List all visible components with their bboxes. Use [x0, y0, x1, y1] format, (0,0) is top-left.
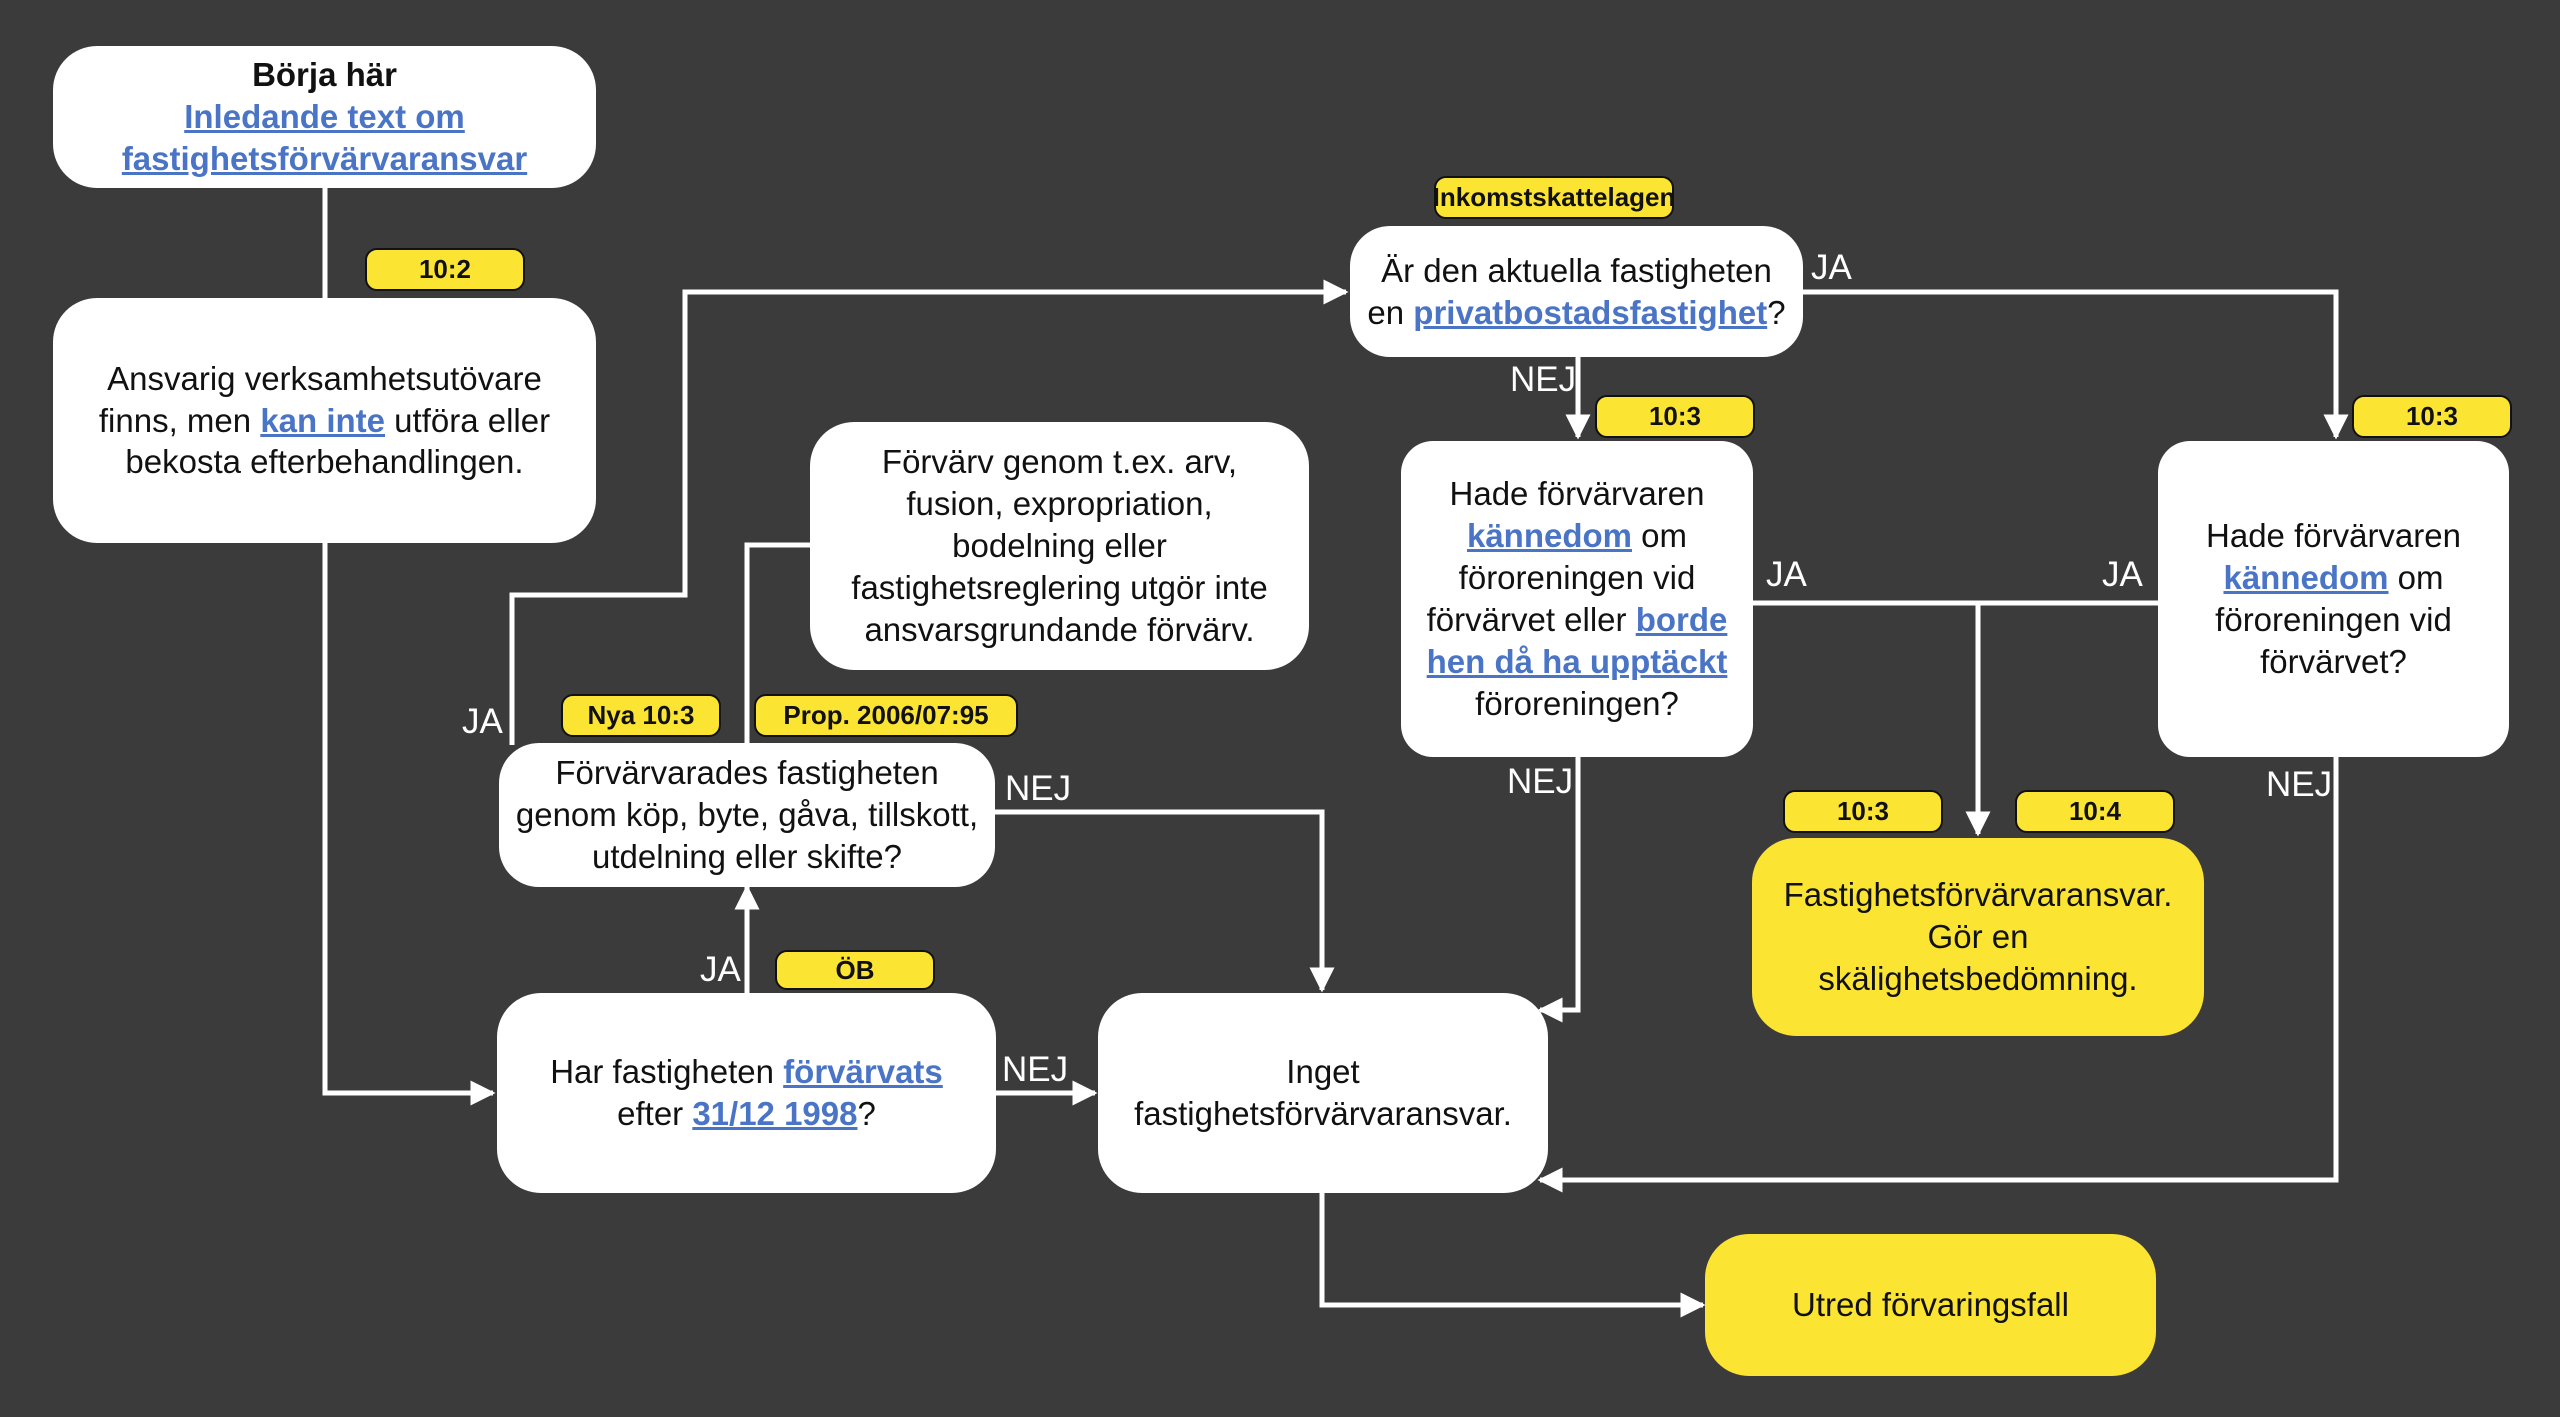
tag-10-3-mid: 10:3 [1595, 395, 1755, 438]
label-ja-knowledge: JA [2102, 555, 2143, 594]
purchase-question-text: Förvärvarades fastigheten genom köp, byt… [515, 754, 979, 875]
date-link[interactable]: 31/12 1998 [692, 1095, 858, 1132]
private-residence-text: Är den aktuella fastigheten en privatbos… [1366, 250, 1787, 334]
acquired-after-post: ? [857, 1095, 876, 1132]
connector-knowledge-noliability [1537, 757, 2339, 1193]
acquisition-types-box: Förvärv genom t.ex. arv, fusion, expropr… [810, 422, 1309, 670]
knowledge-post: om föroreningen vid förvärvet? [2215, 559, 2452, 680]
label-nej-knowledge-should: NEJ [1507, 762, 1574, 801]
acquired-after-box: Har fastigheten förvärvats efter 31/12 1… [497, 993, 996, 1193]
acquired-after-pre: Har fastigheten [550, 1053, 784, 1091]
tag-10-4-result: 10:4 [2015, 790, 2175, 833]
acquired-after-text: Har fastigheten förvärvats efter 31/12 1… [550, 1051, 943, 1135]
tag-ob: ÖB [775, 950, 935, 990]
operator-box: Ansvarig verksamhetsutövare finns, men k… [53, 298, 596, 543]
investigate-text: Utred förvaringsfall [1792, 1286, 2069, 1324]
private-residence-link[interactable]: privatbostadsfastighet [1413, 293, 1768, 331]
private-residence-pre: Är den aktuella fastigheten en [1367, 251, 1772, 331]
label-nej-purchase: NEJ [1005, 769, 1072, 808]
acquired-after-mid: efter [617, 1095, 693, 1132]
label-nej-acquired: NEJ [1002, 1050, 1069, 1089]
knowledge-text: Hade förvärvaren kännedom om föroreninge… [2180, 515, 2487, 683]
label-nej-private: NEJ [1510, 360, 1577, 399]
acquired-link[interactable]: förvärvats [783, 1053, 943, 1091]
connector-purchase-private [509, 279, 1349, 745]
label-ja-private: JA [1811, 248, 1852, 287]
knowledge-should-post: föroreningen? [1475, 684, 1679, 722]
connector-knowledgeshould-noliability [1537, 757, 1581, 1023]
knowledge-pre: Hade förvärvaren [2206, 517, 2461, 555]
knowledge-should-pre: Hade förvärvaren [1449, 475, 1705, 513]
operator-text-pre: Ansvarig verksamhetsutövare finns, men [98, 359, 542, 439]
tag-10-3-right: 10:3 [2352, 395, 2512, 438]
knowledge-should-text: Hade förvärvaren kännedom om föroreninge… [1413, 473, 1741, 724]
connector-note-purchase [744, 542, 810, 745]
liability-box: Fastighetsförvärvaransvar. Gör en skälig… [1752, 838, 2204, 1036]
operator-text: Ansvarig verksamhetsutövare finns, men k… [69, 358, 580, 484]
tag-inkomstskattelagen: Inkomstskattelagen [1433, 176, 1675, 219]
purchase-question-box: Förvärvarades fastigheten genom köp, byt… [499, 743, 995, 887]
knowledge-box: Hade förvärvaren kännedom om föroreninge… [2158, 441, 2509, 757]
knowledge-link-2[interactable]: kännedom [2223, 559, 2389, 597]
tag-10-2: 10:2 [365, 248, 525, 291]
knowledge-should-mid: om föroreningen vid förvärvet eller [1426, 517, 1696, 638]
acquisition-types-text: Förvärv genom t.ex. arv, fusion, expropr… [851, 443, 1268, 648]
tag-prop: Prop. 2006/07:95 [754, 694, 1018, 737]
label-ja-purchase: JA [462, 702, 503, 741]
connector-noliability-investigate [1319, 1193, 1706, 1318]
label-ja-acquired: JA [700, 950, 741, 989]
start-box: Börja här Inledande text om fastighetsfö… [53, 46, 596, 188]
tag-10-3-result: 10:3 [1783, 790, 1943, 833]
operator-text-post: utföra eller bekosta efterbehandlingen. [125, 401, 551, 481]
label-ja-knowledge-should: JA [1766, 555, 1807, 594]
private-residence-box: Är den aktuella fastigheten en privatbos… [1350, 226, 1803, 357]
should-have-discovered-link[interactable]: borde hen då ha upptäckt [1426, 601, 1728, 680]
connector-purchase-noliability [995, 809, 1335, 993]
liability-text: Fastighetsförvärvaransvar. Gör en skälig… [1783, 876, 2173, 997]
investigate-box: Utred förvaringsfall [1705, 1234, 2156, 1376]
no-liability-text: Inget fastighetsförvärvaransvar. [1134, 1053, 1512, 1132]
connector-operator-acquired [322, 543, 496, 1106]
knowledge-should-box: Hade förvärvaren kännedom om föroreninge… [1401, 441, 1753, 757]
label-nej-knowledge: NEJ [2266, 765, 2333, 804]
cannot-link[interactable]: kan inte [260, 401, 386, 439]
knowledge-link[interactable]: kännedom [1466, 517, 1633, 555]
intro-text-link[interactable]: Inledande text om fastighetsförvärvarans… [121, 98, 528, 177]
private-residence-post: ? [1767, 293, 1786, 331]
start-title: Börja här [252, 56, 397, 94]
connector-private-knowledge [1803, 289, 2349, 440]
no-liability-box: Inget fastighetsförvärvaransvar. [1098, 993, 1548, 1193]
tag-nya-10-3: Nya 10:3 [561, 694, 721, 737]
